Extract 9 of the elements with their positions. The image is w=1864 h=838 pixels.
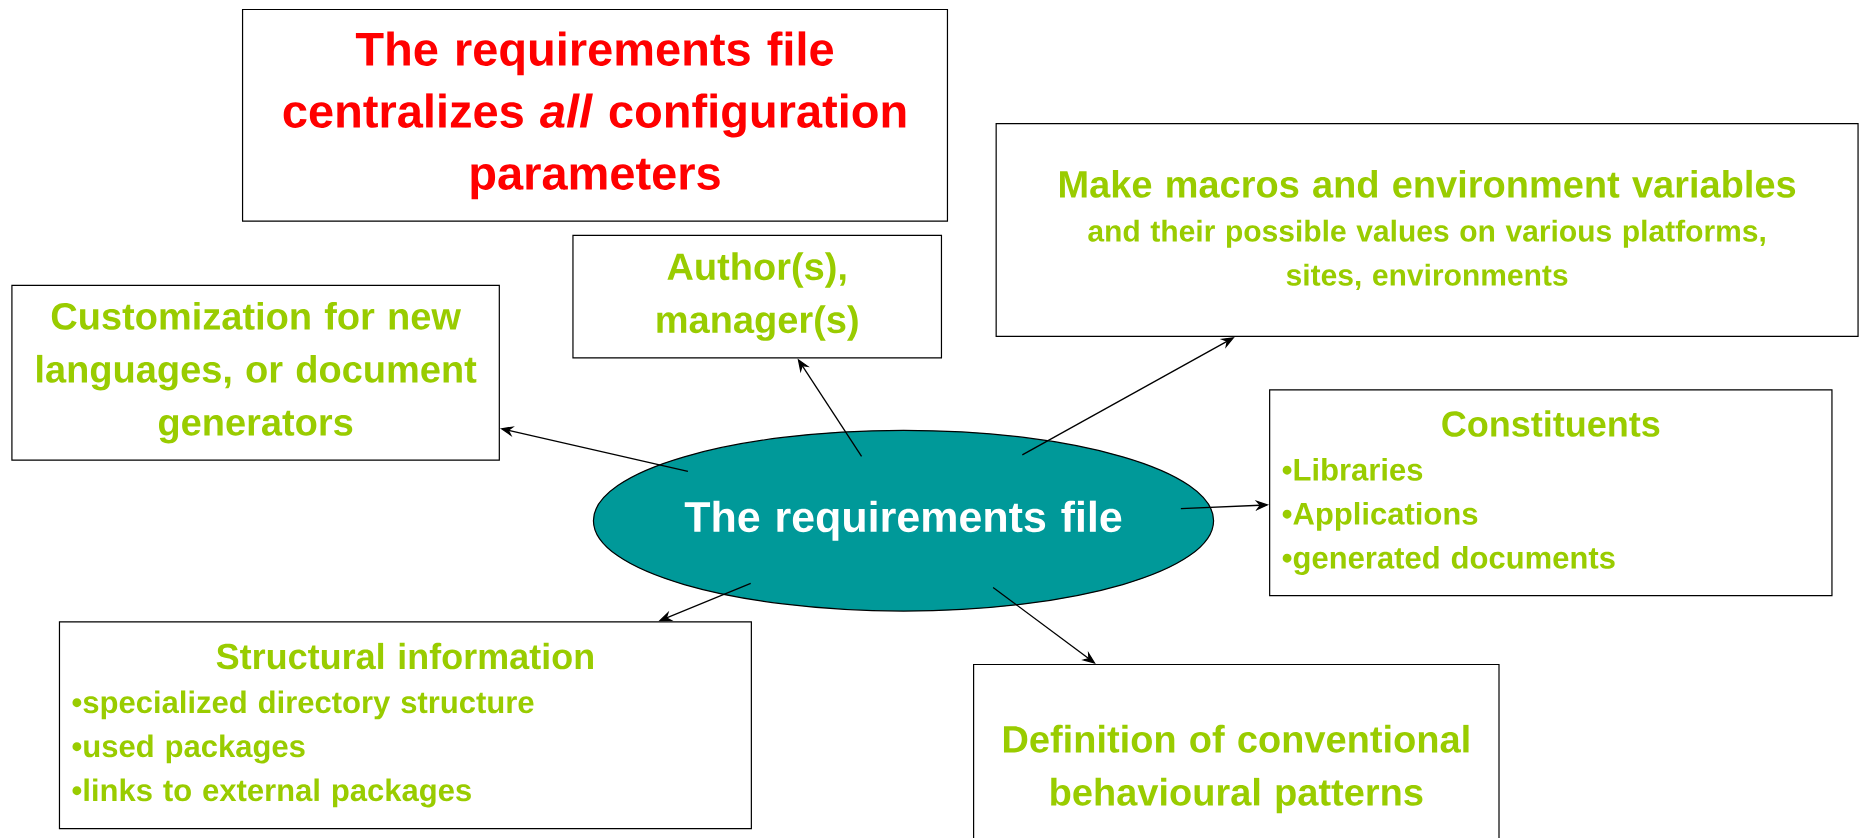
ellipse-node: The requirements file (592, 429, 1215, 612)
text-box: The requirements file centralizes all configuration parameters (241, 8, 949, 222)
text-box: Constituents •Libraries •Applications •generated documents (1269, 389, 1833, 597)
text-box: Customization for new languages, or document generators (11, 284, 500, 461)
text-box: Definition of conventional behavioural patterns (973, 663, 1500, 838)
text-box: Structural information •specialized directory structure •used packages •links to external packages (58, 621, 752, 830)
arrow (992, 586, 1096, 664)
text-box: Author(s), manager(s) (572, 234, 943, 359)
text-box: Make macros and environment variables and their possible values on various platforms, sites, environments (995, 123, 1859, 337)
